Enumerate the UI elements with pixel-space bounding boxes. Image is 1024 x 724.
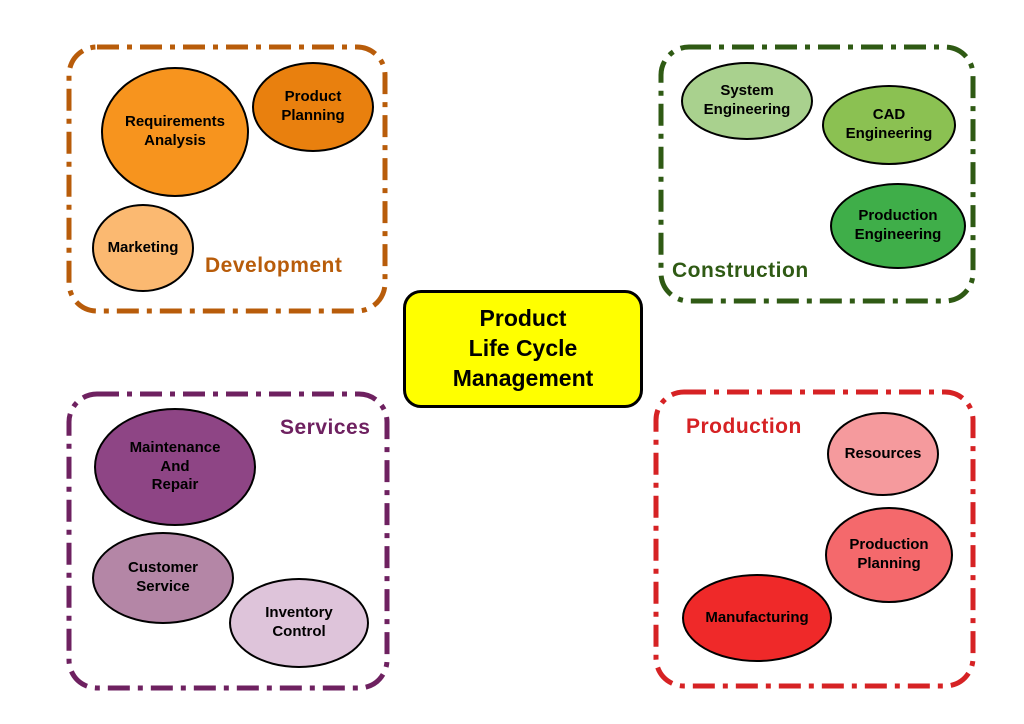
group-label-production: Production: [686, 415, 802, 438]
node-product-planning: Product Planning: [252, 62, 374, 152]
group-production: Resources Production Planning Manufactur…: [653, 389, 976, 689]
group-construction: System Engineering CAD Engineering Produ…: [658, 44, 976, 304]
node-resources: Resources: [827, 412, 939, 496]
node-product-planning-label: Product Planning: [281, 88, 345, 124]
node-customer-service-label: Customer Service: [127, 559, 198, 595]
node-maintenance-and-repair: Maintenance And Repair: [94, 408, 256, 526]
development-border: [66, 44, 388, 314]
node-system-engineering: System Engineering: [681, 62, 813, 140]
node-marketing: Marketing: [92, 204, 194, 292]
diagram-title: Product Life Cycle Management: [452, 305, 594, 391]
node-manufacturing-label: Manufacturing: [705, 608, 809, 626]
node-requirements-analysis-label: Requirements Analysis: [124, 113, 226, 149]
center-title-box: Product Life Cycle Management: [403, 290, 643, 408]
group-label-development: Development: [205, 254, 343, 277]
node-marketing-label: Marketing: [107, 238, 179, 256]
construction-border-rect: [658, 44, 976, 304]
group-services: Maintenance And Repair Customer Service …: [66, 391, 390, 691]
group-label-construction: Construction: [672, 259, 809, 282]
services-border: [66, 391, 390, 691]
node-requirements-analysis: Requirements Analysis: [101, 67, 249, 197]
node-manufacturing: Manufacturing: [682, 574, 832, 662]
group-development: Requirements Analysis Product Planning M…: [66, 44, 388, 314]
node-cad-engineering: CAD Engineering: [822, 85, 956, 165]
node-customer-service: Customer Service: [92, 532, 234, 624]
node-inventory-control: Inventory Control: [229, 578, 369, 668]
production-border-rect: [653, 389, 976, 689]
construction-border: [658, 44, 976, 304]
group-label-services: Services: [280, 416, 371, 439]
services-border-rect: [66, 391, 390, 691]
node-production-planning: Production Planning: [825, 507, 953, 603]
node-production-planning-label: Production Planning: [849, 536, 929, 572]
production-border: [653, 389, 976, 689]
node-resources-label: Resources: [844, 444, 922, 462]
node-system-engineering-label: System Engineering: [703, 82, 791, 118]
node-production-engineering: Production Engineering: [830, 183, 966, 269]
development-border-rect: [66, 44, 388, 314]
node-inventory-control-label: Inventory Control: [265, 604, 333, 640]
node-cad-engineering-label: CAD Engineering: [845, 106, 933, 142]
node-maintenance-and-repair-label: Maintenance And Repair: [129, 438, 221, 494]
node-production-engineering-label: Production Engineering: [854, 207, 942, 243]
